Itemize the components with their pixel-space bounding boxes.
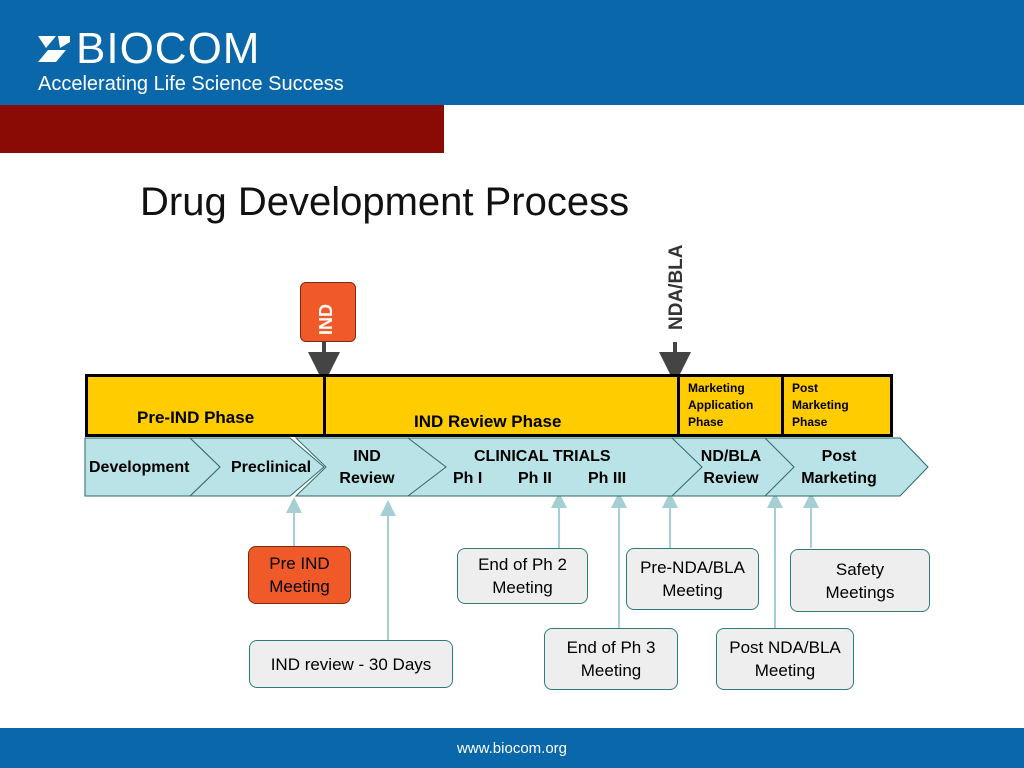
biocom-logo-icon — [38, 36, 70, 62]
footer-url-link[interactable]: www.biocom.org — [456, 740, 568, 757]
step-phase-1-label: Ph I — [453, 470, 483, 487]
step-ind-review-label-1: IND — [353, 448, 381, 465]
phase-marketing-application-label: Marketing Application Phase — [688, 381, 754, 429]
step-ind-review-shape — [294, 437, 447, 497]
safety-meetings-box: Safety Meetings — [790, 549, 930, 612]
step-phase-3-label: Ph III — [588, 470, 627, 487]
step-phase-2-label: Ph II — [518, 470, 552, 487]
post-nda-bla-meeting-box: Post NDA/BLA Meeting — [716, 628, 854, 690]
end-of-ph2-meeting-box: End of Ph 2 Meeting — [457, 548, 588, 604]
phase-ind-review — [323, 374, 680, 437]
step-development-shape — [84, 437, 221, 497]
brand-name: BIOCOM — [76, 24, 261, 73]
ind-milestone-box — [300, 282, 356, 342]
step-preclinical-label: Preclinical — [231, 459, 312, 476]
phase-ind-review-label: IND Review Phase — [414, 412, 562, 431]
pre-ind-meeting-box: Pre IND Meeting — [248, 546, 351, 604]
phase-post-marketing — [781, 374, 893, 437]
page-title: Drug Development Process — [140, 180, 630, 224]
step-nda-review-label-2: Review — [703, 470, 759, 487]
phase-pre-ind — [85, 374, 326, 437]
brand-tagline: Accelerating Life Science Success — [38, 73, 344, 95]
step-post-marketing-label-1: Post — [821, 448, 857, 465]
step-clinical-trials-label: CLINICAL TRIALS — [474, 448, 611, 465]
phase-post-marketing-label: Post Marketing Phase — [792, 381, 849, 429]
end-of-ph3-meeting-box: End of Ph 3 Meeting — [544, 628, 678, 690]
step-development-label: Development — [89, 459, 190, 476]
step-nda-review-label-1: ND/BLA — [700, 448, 762, 465]
phase-pre-ind-label: Pre-IND Phase — [137, 408, 255, 427]
ind-review-30-days-box: IND review - 30 Days — [249, 640, 453, 688]
footer-band — [0, 728, 1024, 768]
step-ind-review-label-2: Review — [339, 470, 395, 487]
phase-marketing-application — [677, 374, 784, 437]
header-accent-band — [0, 105, 444, 153]
step-post-marketing-label-2: Marketing — [801, 470, 877, 487]
pre-nda-bla-meeting-box: Pre-NDA/BLA Meeting — [626, 548, 759, 610]
header-band — [0, 0, 1024, 105]
